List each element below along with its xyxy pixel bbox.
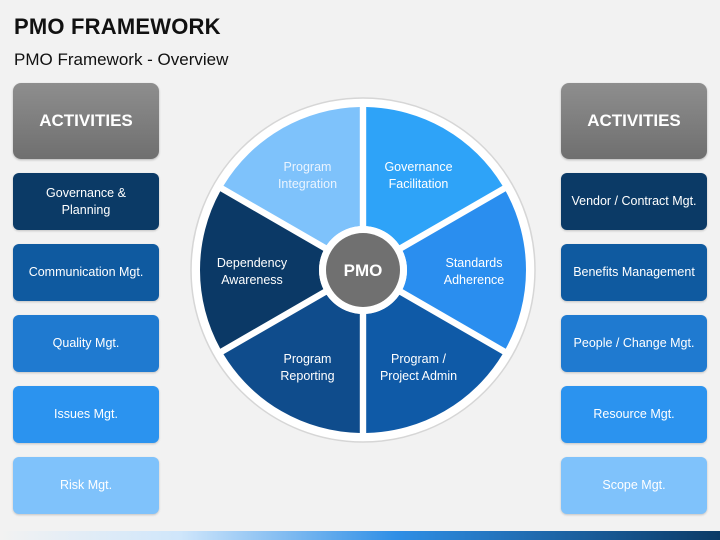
activity-quality-mgt: Quality Mgt. — [13, 315, 159, 372]
activity-governance-planning: Governance & Planning — [13, 173, 159, 230]
left-activities-header: ACTIVITIES — [13, 83, 159, 159]
segment-standards-adherence — [402, 191, 526, 349]
segment-program-integration — [223, 107, 360, 246]
segment-label-program-project-admin: Program /Project Admin — [380, 352, 457, 383]
right-activities-column: ACTIVITIES Vendor / Contract Mgt. Benefi… — [561, 83, 707, 514]
activity-people-change-mgt: People / Change Mgt. — [561, 315, 707, 372]
activity-scope-mgt: Scope Mgt. — [561, 457, 707, 514]
bottom-accent-bar — [0, 531, 720, 540]
activity-resource-mgt: Resource Mgt. — [561, 386, 707, 443]
segment-governance-facilitation — [366, 107, 503, 246]
hub-label: PMO — [344, 261, 383, 280]
page-subtitle: PMO Framework - Overview — [14, 50, 229, 69]
segment-program-project-admin — [366, 294, 503, 433]
activity-communication-mgt: Communication Mgt. — [13, 244, 159, 301]
activity-issues-mgt: Issues Mgt. — [13, 386, 159, 443]
segment-program-reporting — [223, 294, 360, 433]
page-title: PMO FRAMEWORK — [14, 14, 221, 39]
wheel-segments — [200, 107, 526, 433]
hub-circle — [326, 233, 400, 307]
right-activities-header: ACTIVITIES — [561, 83, 707, 159]
activity-vendor-contract-mgt: Vendor / Contract Mgt. — [561, 173, 707, 230]
activity-risk-mgt: Risk Mgt. — [13, 457, 159, 514]
activity-benefits-management: Benefits Management — [561, 244, 707, 301]
segment-dependency-awareness — [200, 191, 324, 349]
left-activities-column: ACTIVITIES Governance & Planning Communi… — [13, 83, 159, 514]
